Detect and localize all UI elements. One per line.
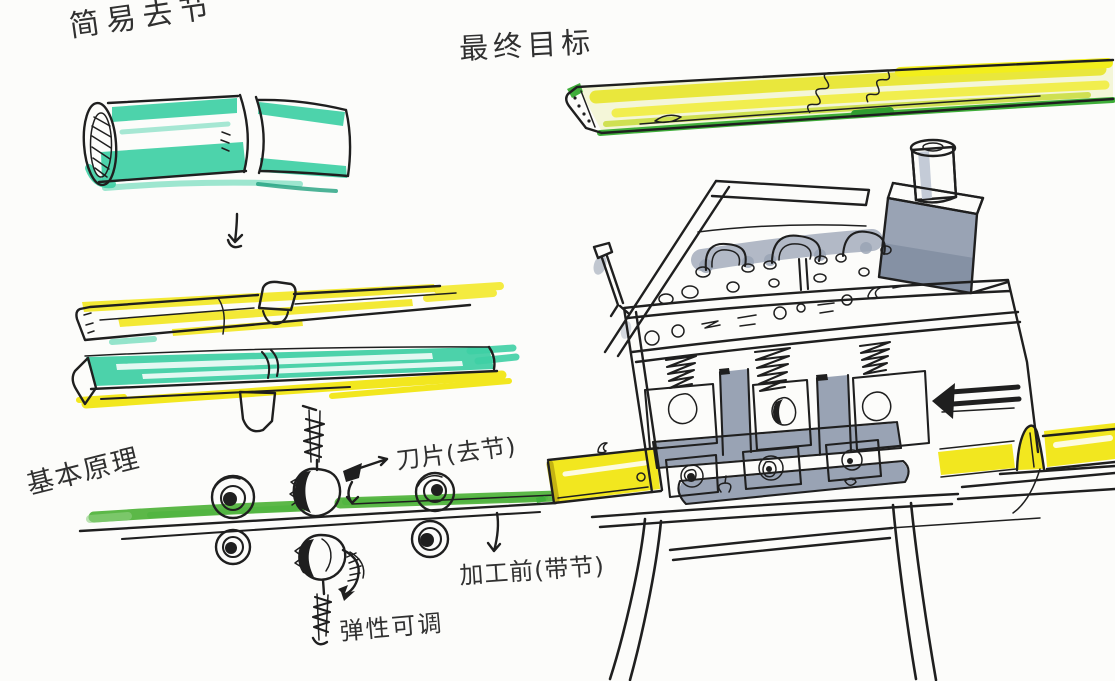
title-final-goal: 最终目标 [458,24,596,66]
roller-bottom-right [410,519,450,559]
yellow-strip-outline [75,284,472,342]
feed-direction-arrow-icon [932,383,1022,419]
blade-edge [294,471,311,513]
panel-scribbles [644,285,904,346]
teal-strip-figure [71,344,520,433]
lever-handle [592,241,630,318]
roller-top-left [210,474,256,520]
down-arrow-icon [226,212,244,249]
top-blade-assembly [289,404,362,518]
bottom-blade-assembly [294,533,365,646]
principle-mechanism [78,404,563,646]
tube-teal-marker [101,98,347,183]
tube-end-hatch [91,116,112,178]
machine-legs [608,501,938,681]
input-strip-left [536,442,663,505]
strip-scribble [865,71,891,103]
strip-scribble [806,71,832,114]
goal-machine [536,138,1115,681]
yellow-marker [82,284,436,336]
node-bump-below [238,390,277,433]
roller-bottom-left [214,528,252,566]
lower-gray-bar [679,462,908,504]
goal-strip-figure [565,58,1115,136]
blade-pointer-arrow-icon [358,455,389,470]
spring-top [302,417,326,459]
input-strip-right [938,423,1115,514]
bamboo-tube-figure [82,93,352,193]
tube-end-opening [82,101,118,187]
roller-top-right [414,471,456,513]
blade-roller [292,467,342,518]
machine-frame [603,179,1040,494]
guide-plate-lines [78,501,558,533]
press-column-left [720,369,751,455]
before-pointer-arrow-icon [486,511,502,553]
goal-strip-outline [565,58,1115,135]
bench-lines [590,464,1115,529]
node-bump [1015,424,1046,472]
yellow-strip-figure [75,280,504,345]
spring-bottom [311,595,333,634]
tube-outline [97,93,352,184]
deck-hoops [704,230,886,292]
